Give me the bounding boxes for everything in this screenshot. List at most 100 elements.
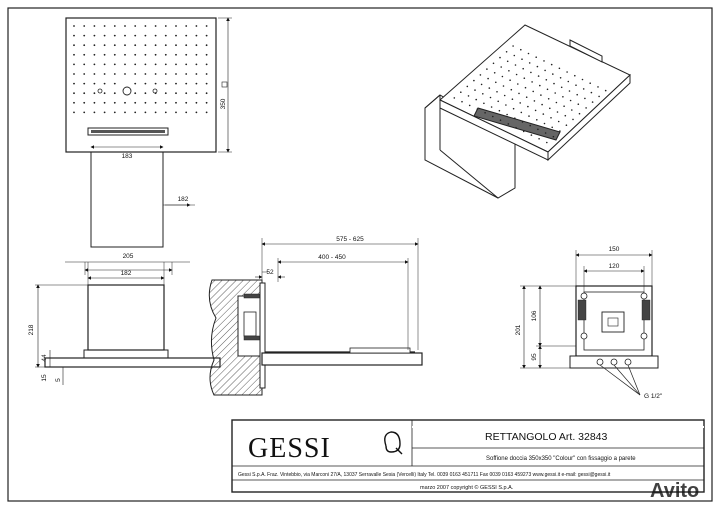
- nozzle-dot: [134, 53, 137, 56]
- iso-nozzle-dot: [521, 121, 524, 123]
- nozzle-dot: [144, 53, 147, 56]
- isometric-view: [424, 24, 631, 199]
- nozzle-dot: [93, 25, 96, 27]
- nozzle-dot: [164, 34, 167, 37]
- side-plate: [261, 352, 423, 366]
- nozzle-dot: [134, 101, 137, 104]
- nozzle-dot: [154, 63, 157, 66]
- nozzle-dot: [73, 44, 75, 47]
- dim-front-width-outer: 205: [123, 253, 134, 260]
- iso-nozzle-dot: [572, 118, 574, 121]
- dim-rear-106: 106: [531, 310, 538, 321]
- nozzle-dot: [195, 53, 198, 56]
- nozzle-dot: [205, 82, 208, 85]
- nozzle-dot: [93, 101, 96, 104]
- iso-nozzle-dot: [597, 86, 599, 88]
- dim-front-15: 15: [41, 374, 48, 382]
- nozzle-dot: [185, 63, 188, 66]
- nozzle-dot: [175, 53, 177, 56]
- iso-nozzle-dot: [550, 117, 552, 119]
- iso-nozzle-dot: [498, 109, 501, 112]
- nozzle-dot: [195, 25, 198, 27]
- nozzle-dot: [164, 92, 167, 95]
- iso-nozzle-dot: [545, 79, 548, 81]
- iso-nozzle-dot: [578, 112, 581, 115]
- iso-nozzle-dot: [568, 90, 571, 92]
- iso-nozzle-dot: [534, 109, 537, 112]
- iso-nozzle-dot: [541, 103, 543, 106]
- iso-nozzle-dot: [486, 68, 488, 70]
- nozzle-dot: [113, 34, 116, 37]
- nozzle-dot: [205, 101, 208, 104]
- nozzle-dot: [205, 63, 208, 66]
- iso-nozzle-dot: [510, 88, 513, 91]
- nozzle-dot: [195, 73, 198, 75]
- product-title: RETTANGOLO Art. 32843: [485, 431, 608, 443]
- iso-nozzle-dot: [542, 113, 545, 115]
- iso-nozzle-dot: [492, 115, 494, 118]
- nozzle-dot: [175, 82, 177, 85]
- iso-nozzle-dot: [484, 112, 486, 114]
- nozzle-dot: [113, 63, 116, 66]
- nozzle-dot: [195, 44, 198, 47]
- dim-front-height: 218: [28, 324, 35, 335]
- iso-nozzle-dot: [520, 111, 523, 114]
- front-view: [35, 261, 221, 385]
- nozzle-dot: [154, 111, 157, 114]
- nozzle-dot: [83, 82, 86, 85]
- iso-nozzle-dot: [500, 66, 503, 68]
- nozzle-dot: [164, 63, 167, 66]
- nozzle-dot: [185, 73, 188, 75]
- nozzle-dot: [93, 92, 96, 95]
- nozzle-dot: [134, 82, 137, 85]
- nozzle-dot: [113, 92, 116, 95]
- iso-nozzle-dot: [540, 94, 542, 96]
- iso-nozzle-dot: [537, 75, 540, 77]
- company-address: Gessi S.p.A. Fraz. Vintebbio, via Marcon…: [238, 472, 611, 478]
- nozzle-dot: [83, 34, 86, 37]
- iso-nozzle-dot: [527, 105, 529, 108]
- iso-nozzle-dot: [581, 78, 584, 81]
- iso-nozzle-dot: [468, 104, 471, 107]
- iso-nozzle-dot: [571, 109, 573, 111]
- nozzle-dot: [185, 44, 188, 47]
- front-arm: [87, 284, 165, 351]
- nozzle-dot: [154, 34, 157, 37]
- iso-nozzle-dot: [493, 72, 496, 74]
- iso-nozzle-dot: [482, 93, 484, 95]
- nozzle-dot: [154, 82, 157, 85]
- nozzle-dot: [185, 111, 188, 114]
- iso-nozzle-dot: [467, 95, 470, 97]
- iso-nozzle-dot: [560, 86, 563, 89]
- iso-nozzle-dot: [555, 101, 558, 104]
- iso-nozzle-dot: [524, 86, 527, 89]
- nozzle-dot: [195, 111, 198, 114]
- iso-nozzle-dot: [514, 117, 516, 119]
- nozzle-dot: [73, 82, 75, 85]
- iso-nozzle-dot: [567, 80, 570, 83]
- nozzle-dot: [134, 25, 137, 27]
- iso-nozzle-dot: [544, 69, 546, 72]
- iso-nozzle-dot: [475, 98, 478, 101]
- nozzle-dot: [154, 73, 157, 75]
- iso-nozzle-dot: [490, 106, 493, 108]
- nozzle-dot: [144, 44, 147, 47]
- nozzle-dot: [144, 92, 147, 95]
- nozzle-dot: [103, 63, 106, 66]
- nozzle-dot: [113, 53, 116, 56]
- iso-nozzle-dot: [520, 48, 522, 51]
- rear-plate: [575, 285, 653, 357]
- nozzle-dot: [83, 101, 86, 104]
- nozzle-dot: [164, 25, 167, 27]
- iso-nozzle-dot: [590, 91, 593, 94]
- nozzle-dot: [113, 101, 116, 104]
- front-plate: [44, 357, 221, 368]
- nozzle-dot: [103, 101, 106, 104]
- iso-nozzle-dot: [591, 101, 594, 103]
- iso-nozzle-dot: [528, 115, 530, 117]
- iso-nozzle-dot: [538, 138, 540, 140]
- iso-nozzle-dot: [503, 94, 506, 97]
- avito-watermark: Avito: [650, 480, 699, 502]
- nozzle-dot: [185, 53, 188, 56]
- iso-nozzle-dot: [501, 75, 504, 78]
